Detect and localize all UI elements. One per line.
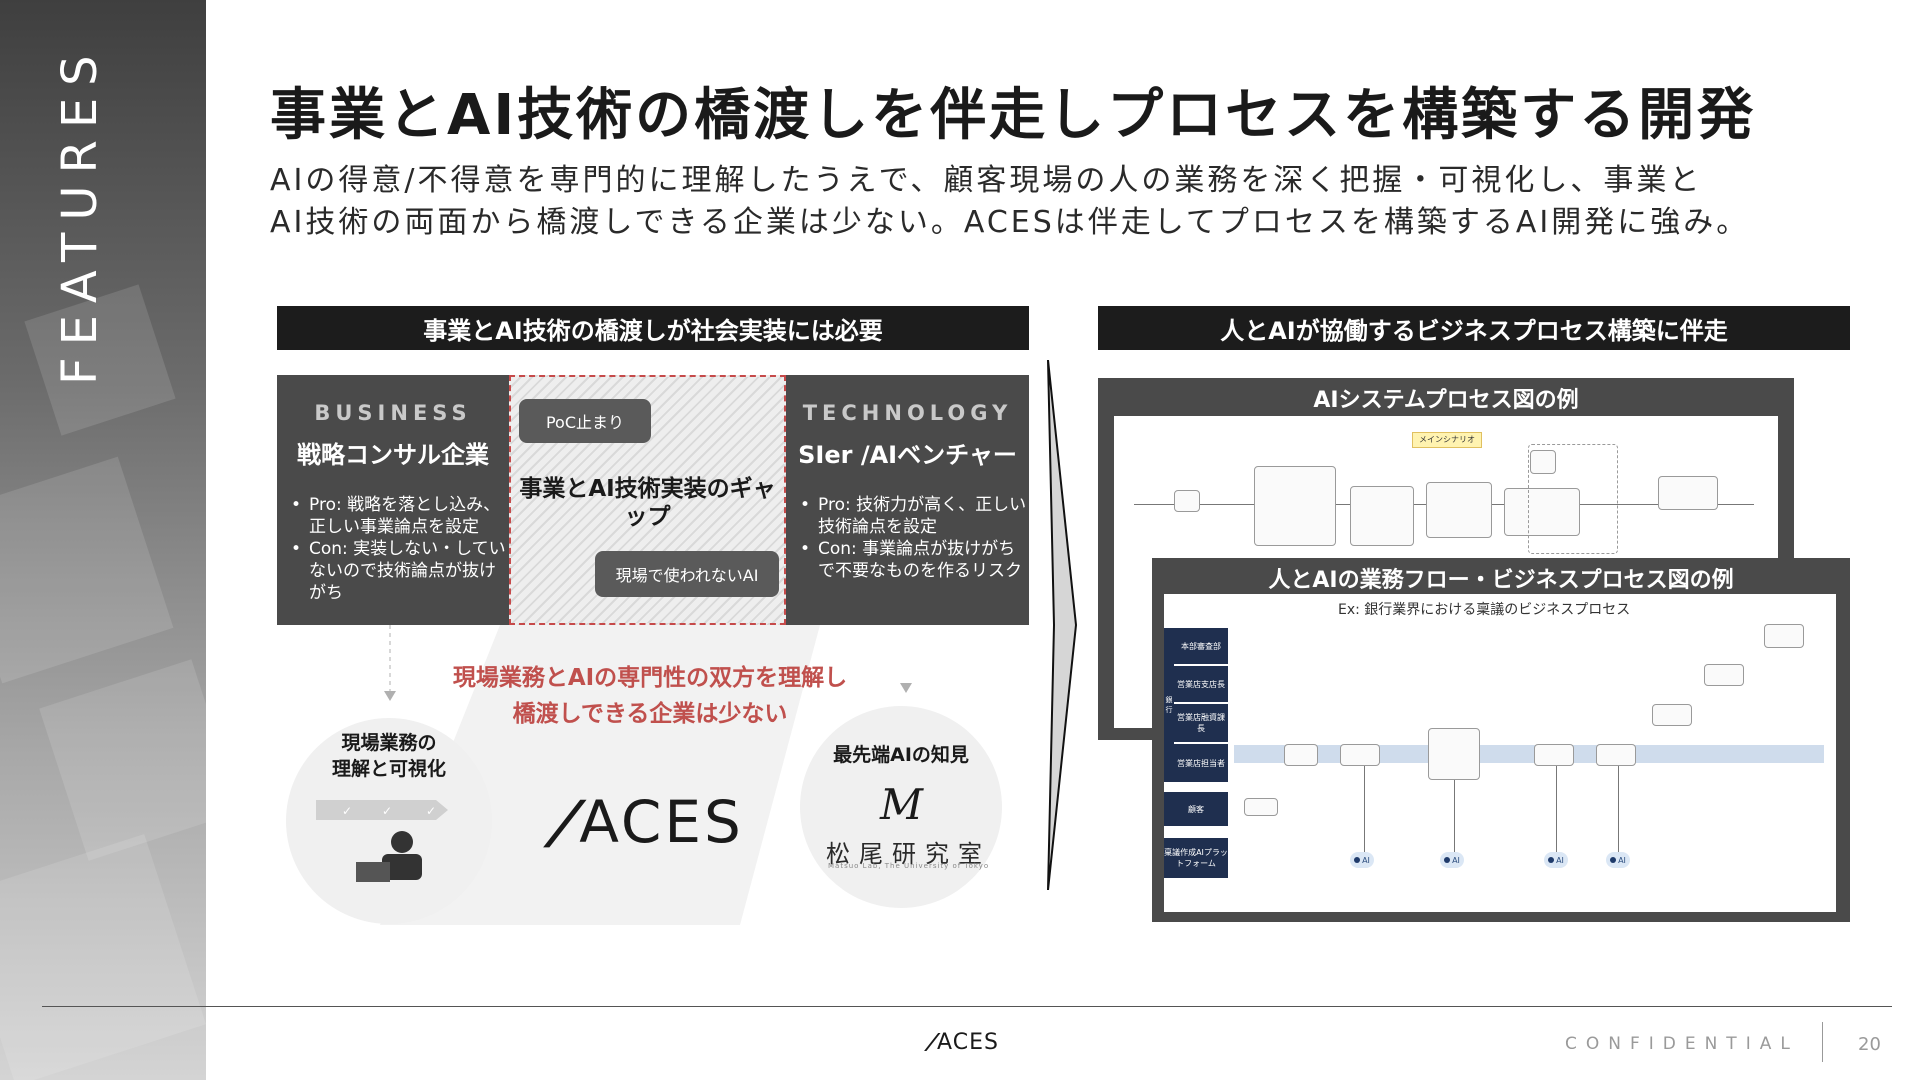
right-section-header: 人とAIが協働するビジネスプロセス構築に伴走 [1098, 306, 1850, 350]
gap-panel: PoC止まり 事業とAI技術実装のギャップ 現場で使われないAI [509, 375, 786, 625]
lead-line-1: AIの得意/不得意を専門的に理解したうえで、顧客現場の人の業務を深く把握・可視化… [270, 163, 1703, 198]
lane-ai-platform: 稟議作成AIプラットフォーム [1164, 838, 1228, 878]
ai-step-3: AI [1544, 852, 1568, 868]
process-group [1528, 444, 1618, 554]
sidebar-features: FEATURES [0, 0, 206, 1080]
aces-logo-text: ACES [579, 788, 744, 856]
svg-text:✓: ✓ [382, 804, 392, 818]
flow-diagram-sheet: Ex: 銀行業界における稟議のビジネスプロセス 本部審査部 営業店支店長 営業店… [1164, 594, 1836, 912]
business-eyebrow: BUSINESS [314, 401, 472, 425]
lane-customer: 顧客 [1164, 792, 1228, 826]
red-note-line-2: 橋渡しできる企業は少ない [512, 701, 788, 727]
confidential-label: CONFIDENTIAL [1565, 1034, 1799, 1054]
flow-node [1704, 664, 1744, 686]
page-number: 20 [1858, 1034, 1881, 1055]
decorative-square [0, 456, 174, 684]
decorative-square [0, 833, 206, 1080]
lane-branch-manager: 営業店支店長 [1174, 666, 1228, 702]
connector [1364, 766, 1365, 860]
connector [1556, 766, 1557, 860]
flow-node [1652, 704, 1692, 726]
business-con: Con: 実装しない・していないので技術論点が抜けがち [287, 538, 509, 604]
decorative-square [39, 659, 206, 861]
technology-bullets: Pro: 技術力が高く、正しい技術論点を設定 Con: 事業論点が抜けがちで不要… [796, 494, 1029, 582]
svg-text:✓: ✓ [426, 804, 436, 818]
poc-tag: PoC止まり [519, 399, 651, 443]
ai-step-1: AI [1350, 852, 1374, 868]
red-note-line-1: 現場業務とAIの専門性の双方を理解し [452, 665, 848, 691]
process-node [1254, 466, 1336, 546]
unused-ai-tag: 現場で使われないAI [595, 551, 779, 597]
highlight-band [1234, 745, 1824, 763]
business-bullets: Pro: 戦略を落とし込み、正しい事業論点を設定 Con: 実装しない・していな… [287, 494, 509, 604]
process-node [1504, 488, 1580, 536]
svg-text:✓: ✓ [342, 804, 352, 818]
flow-node [1534, 744, 1574, 766]
aces-logo: /ACES [539, 788, 744, 856]
technology-con: Con: 事業論点が抜けがちで不要なものを作るリスク [796, 538, 1029, 582]
technology-pro: Pro: 技術力が高く、正しい技術論点を設定 [796, 494, 1029, 538]
process-node [1350, 486, 1414, 546]
flow-node [1764, 624, 1804, 648]
footer-aces-logo: /ACES [922, 1030, 999, 1055]
flow-node [1284, 744, 1318, 766]
lane-branch-staff: 営業店担当者 [1174, 744, 1228, 782]
main-scenario-label: メインシナリオ [1412, 432, 1482, 448]
ai-knowledge-label: 最先端AIの知見 [833, 744, 969, 766]
matsuo-lab-logo-mark: M [880, 780, 924, 829]
flow-diagram-caption: 人とAIの業務フロー・ビジネスプロセス図の例 [1268, 568, 1734, 593]
process-node [1530, 450, 1556, 474]
person-laptop-icon: ✓ ✓ ✓ [316, 800, 448, 882]
business-pro: Pro: 戦略を落とし込み、正しい事業論点を設定 [287, 494, 509, 538]
flow-node [1340, 744, 1380, 766]
connector [1618, 766, 1619, 860]
flow-node [1596, 744, 1636, 766]
page-separator [1822, 1022, 1823, 1062]
red-note: 現場業務とAIの専門性の双方を理解し 橋渡しできる企業は少ない [400, 660, 900, 732]
footer-logo-text: ACES [937, 1030, 999, 1055]
technology-panel: TECHNOLOGY SIer /AIベンチャー Pro: 技術力が高く、正しい… [786, 375, 1029, 625]
flow-subtitle: Ex: 銀行業界における稟議のビジネスプロセス [1338, 602, 1631, 618]
business-panel: BUSINESS 戦略コンサル企業 Pro: 戦略を落とし込み、正しい事業論点を… [277, 375, 509, 625]
technology-title: SIer /AIベンチャー [798, 441, 1017, 469]
system-diagram-caption: AIシステムプロセス図の例 [1313, 388, 1579, 413]
flow-node [1244, 798, 1278, 816]
footer-divider [42, 1006, 1892, 1007]
matsuo-lab-english: Matsuo Lab, The University of Tokyo [828, 862, 990, 870]
business-title: 戦略コンサル企業 [297, 441, 489, 469]
process-node [1658, 476, 1718, 510]
ai-step-4: AI [1606, 852, 1630, 868]
process-node [1174, 490, 1200, 512]
field-understanding-circle [286, 718, 492, 924]
gap-title: 事業とAI技術実装のギャップ [519, 476, 776, 530]
field-understanding-label: 現場業務の 理解と可視化 [306, 730, 472, 782]
flow-diagram-frame: 人とAIの業務フロー・ビジネスプロセス図の例 Ex: 銀行業界における稟議のビジ… [1152, 558, 1850, 922]
ai-knowledge-circle [800, 706, 1002, 908]
process-node [1426, 482, 1492, 538]
matsuo-lab-name: 松尾研究室 [826, 840, 991, 868]
page-title: 事業とAI技術の橋渡しを伴走しプロセスを構築する開発 [270, 83, 1757, 148]
lead-text: AIの得意/不得意を専門的に理解したうえで、顧客現場の人の業務を深く把握・可視化… [270, 160, 1890, 244]
lane-loan-manager: 営業店融資課長 [1174, 704, 1228, 742]
lead-line-2: AI技術の両面から橋渡しできる企業は少ない。ACESは伴走してプロセスを構築する… [270, 205, 1750, 240]
lane-hq-review: 本部審査部 [1174, 628, 1228, 664]
field-understanding-line-2: 理解と可視化 [331, 758, 446, 780]
field-understanding-line-1: 現場業務の [341, 732, 437, 754]
funnel-shadow [380, 625, 912, 925]
chevron-divider-icon [1047, 360, 1078, 890]
ai-step-2: AI [1440, 852, 1464, 868]
left-section-header: 事業とAI技術の橋渡しが社会実装には必要 [277, 306, 1029, 350]
sidebar-label: FEATURES [52, 43, 108, 385]
connector [1454, 780, 1455, 860]
technology-eyebrow: TECHNOLOGY [802, 401, 1013, 425]
flow-node [1428, 728, 1480, 780]
lane-bank: 銀行 [1164, 628, 1174, 782]
